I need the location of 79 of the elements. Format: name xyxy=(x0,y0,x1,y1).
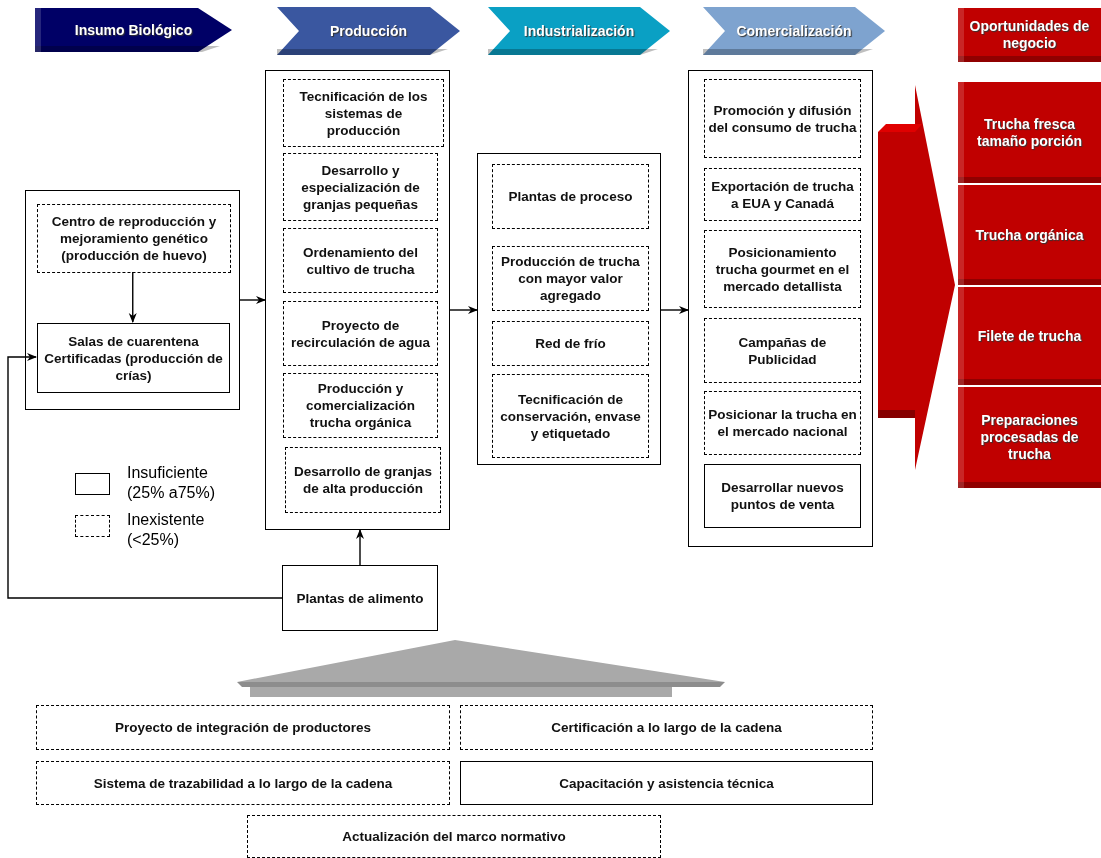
node-text: Desarrollar nuevos puntos de venta xyxy=(720,479,845,513)
node-text: Capacitación y asistencia técnica xyxy=(558,774,775,792)
stage-header-banner xyxy=(488,7,670,55)
dashed-box xyxy=(37,204,231,273)
process-box xyxy=(282,565,438,631)
block-arrow xyxy=(878,85,955,470)
node-text: Desarrollo de granjas de alta producción xyxy=(292,463,434,497)
node-text: Red de frío xyxy=(534,335,607,352)
node-text: Insumo Biológico xyxy=(73,21,194,39)
node-text: Certificación a lo largo de la cadena xyxy=(550,719,783,736)
dashed-box xyxy=(704,79,861,158)
dashed-box xyxy=(492,321,649,366)
dashed-box xyxy=(704,168,861,221)
node-text: Ordenamiento del cultivo de trucha xyxy=(302,243,419,278)
dashed-box xyxy=(283,373,438,438)
arrow xyxy=(128,271,137,323)
node-text: Salas de cuarentena Certificadas (producción de crías) xyxy=(43,332,224,384)
dashed-box xyxy=(283,228,438,293)
node-text: Sistema de trazabilidad a lo largo de la cadena xyxy=(92,774,394,792)
node-text: Plantas de proceso xyxy=(507,188,634,205)
arrow xyxy=(449,306,478,314)
dashed-box xyxy=(492,374,649,458)
node-text: Producción y comercialización trucha orgánica xyxy=(305,380,416,431)
arrow xyxy=(7,353,283,599)
opportunity-box xyxy=(958,82,1101,183)
node-text: Producción xyxy=(329,22,408,40)
node-text: Oportunidades de negocio xyxy=(968,18,1091,52)
dashed-box xyxy=(704,391,861,455)
process-box xyxy=(704,464,861,528)
node-text: Posicionamiento trucha gourmet en el mercado detallista xyxy=(714,243,851,295)
arrow xyxy=(660,306,689,314)
node-text: Campañas de Publicidad xyxy=(737,333,828,368)
legend-label: Inexistente (<25%) xyxy=(127,510,206,550)
opportunity-box xyxy=(958,185,1101,285)
node-text: Proyecto de recirculación de agua xyxy=(290,316,431,351)
node-text: Desarrollo y especialización de granjas pequeñas xyxy=(300,161,421,213)
dashed-box xyxy=(704,318,861,383)
dashed-box xyxy=(460,705,873,750)
arrow xyxy=(239,296,266,304)
stage-header-banner xyxy=(35,8,232,52)
dashed-box xyxy=(285,447,441,513)
node-text: Centro de reproducción y mejoramiento genético (producción de huevo) xyxy=(50,213,218,264)
group-box xyxy=(25,190,240,410)
arrow xyxy=(356,529,364,566)
node-text: Exportación de trucha a EUA y Canadá xyxy=(710,177,855,212)
node-text: Tecnificación de los sistemas de producción xyxy=(298,87,429,139)
node-text: Trucha fresca tamaño porción xyxy=(976,115,1083,150)
dashed-box xyxy=(283,301,438,366)
node-text: Promoción y difusión del consumo de trucha xyxy=(707,101,858,136)
dashed-box xyxy=(704,230,861,308)
node-text: Proyecto de integración de productores xyxy=(114,719,372,736)
dashed-box xyxy=(492,246,649,311)
group-box xyxy=(688,70,873,547)
node-text: Actualización del marco normativo xyxy=(341,828,567,845)
dashed-box xyxy=(36,761,450,805)
dashed-box xyxy=(283,153,438,221)
node-text: Filete de trucha xyxy=(976,327,1083,345)
opportunity-box xyxy=(958,287,1101,385)
group-box xyxy=(477,153,661,465)
node-text: Producción de trucha con mayor valor agregado xyxy=(500,253,641,304)
opportunity-box xyxy=(958,8,1101,62)
group-box xyxy=(265,70,450,530)
dashed-box xyxy=(492,164,649,229)
node-text: Tecnificación de conservación, envase y etiquetado xyxy=(499,390,642,442)
node-text: Preparaciones procesadas de trucha xyxy=(979,412,1080,463)
opportunity-box xyxy=(958,387,1101,488)
node-text: Plantas de alimento xyxy=(295,589,425,607)
legend-label: Insuficiente (25% a75%) xyxy=(127,463,217,503)
dashed-box xyxy=(283,79,444,147)
node-text: Industrialización xyxy=(522,22,636,40)
node-text: Comercialización xyxy=(735,22,853,40)
stage-header-banner xyxy=(277,7,460,55)
node-text: Posicionar la trucha en el mercado nacional xyxy=(707,406,858,440)
dashed-box xyxy=(36,705,450,750)
stage-header-banner xyxy=(703,7,885,55)
node-text: Trucha orgánica xyxy=(974,226,1085,244)
process-box xyxy=(460,761,873,805)
dashed-box xyxy=(247,815,661,858)
process-box xyxy=(37,323,230,393)
